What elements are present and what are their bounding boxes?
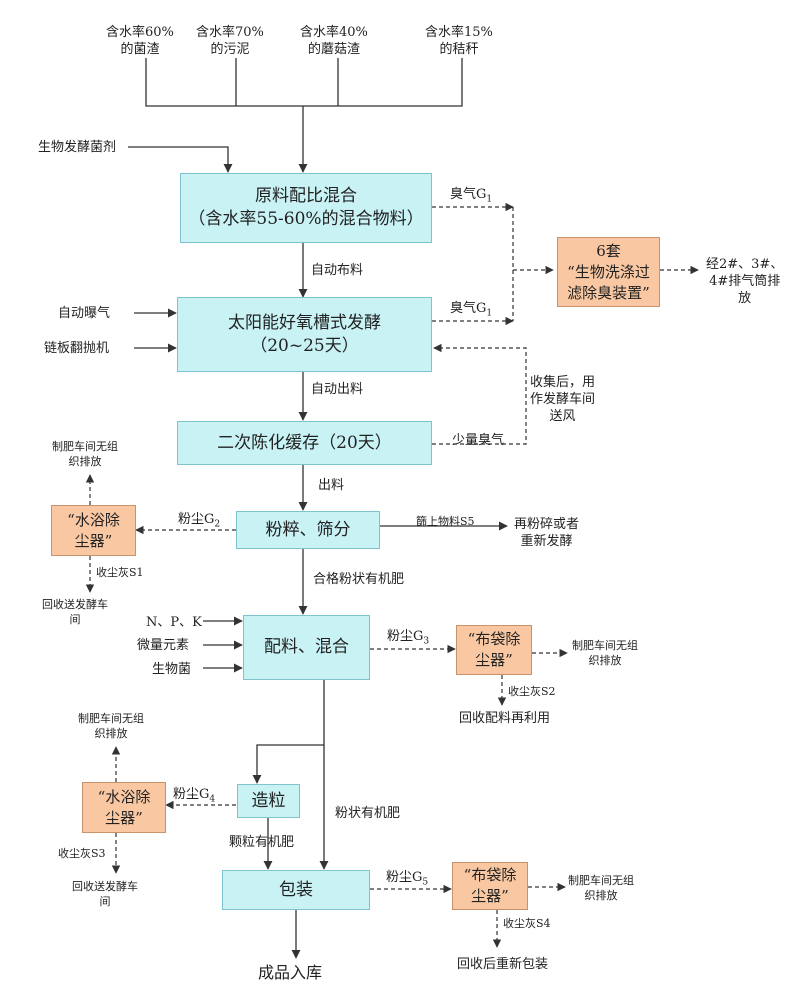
label-recycle-to-fermentation-2: 回收送发酵车间	[72, 880, 138, 908]
input-trace-elements: 微量元素	[137, 638, 190, 653]
label-finished-storage: 成品入库	[258, 963, 323, 982]
process-packaging: 包装	[222, 870, 370, 910]
dust-sub-g5: 5	[422, 877, 429, 888]
label-collected-air-supply: 收集后，用作发酵车间送风	[530, 375, 596, 424]
dust-sub-g3: 3	[423, 636, 430, 647]
process-aerobic-fermentation: 太阳能好氧槽式发酵 （20~25天）	[177, 297, 432, 372]
dust-text-g4: 粉尘	[173, 787, 200, 802]
dust-text-g3: 粉尘	[387, 629, 414, 644]
label-dust-ash-s4: 收尘灰S4	[503, 917, 551, 930]
input-npk: N、P、K	[146, 615, 202, 630]
label-recrush-or-referment: 再粉碎或者重新发酵	[514, 517, 580, 549]
label-auto-spread: 自动布料	[311, 263, 364, 278]
label-dust-ash-s2: 收尘灰S2	[508, 685, 556, 698]
device-bio-deodorizer: 6套“生物洗涤过滤除臭装置”	[557, 237, 660, 307]
odor-g1-label-a: 臭气G1	[450, 186, 492, 209]
dust-g4-label: 粉尘G4	[173, 786, 215, 809]
label-recycle-to-fermentation-1: 回收送发酵车间	[42, 598, 108, 626]
dust-g-letter-g2: G	[204, 512, 215, 527]
process-fermentation-title: 太阳能好氧槽式发酵	[228, 312, 381, 333]
process-granulation: 造粒	[237, 784, 300, 818]
process-crushing-screening: 粉粹、筛分	[236, 511, 380, 549]
input-straw: 含水率15%的秸秆	[425, 25, 493, 57]
label-unorganized-emission-3: 制肥车间无组织排放	[78, 712, 144, 740]
odor-g-letter: G	[476, 187, 487, 202]
process-raw-mixing: 原料配比混合 （含水率55-60%的混合物料）	[180, 173, 432, 243]
label-granular-fertilizer: 颗粒有机肥	[229, 835, 295, 850]
odor-subscript-b: 1	[486, 308, 493, 319]
odor-g1-label-b: 臭气G1	[450, 300, 492, 323]
odor-subscript: 1	[486, 194, 493, 205]
label-unorganized-emission-2: 制肥车间无组织排放	[572, 639, 638, 667]
input-bio-bacteria: 生物菌	[152, 662, 192, 677]
dust-sub-g2: 2	[214, 519, 221, 530]
process-secondary-aging: 二次陈化缓存（20天）	[177, 421, 432, 465]
label-recycle-repack: 回收后重新包装	[457, 957, 549, 972]
label-powder-fertilizer: 粉状有机肥	[335, 806, 401, 821]
process-raw-mixing-title: 原料配比混合	[255, 186, 357, 206]
label-recycle-blending: 回收配料再利用	[459, 711, 551, 726]
odor-g-letter-b: G	[476, 301, 487, 316]
device-bag-dust-collector-2: “布袋除尘器”	[452, 862, 528, 910]
process-fermentation-duration: （20~25天）	[250, 335, 359, 356]
label-dust-ash-s1: 收尘灰S1	[96, 566, 144, 579]
device-bag-dust-collector-1: “布袋除尘器”	[456, 625, 532, 675]
dust-sub-g4: 4	[209, 794, 216, 805]
input-mushroom-residue: 含水率40%的蘑菇渣	[300, 25, 368, 57]
dust-g3-label: 粉尘G3	[387, 628, 429, 651]
dust-g-letter-g5: G	[412, 870, 423, 885]
odor-text-b: 臭气	[450, 301, 477, 316]
label-auto-discharge: 自动出料	[311, 382, 364, 397]
label-unorganized-emission-1: 制肥车间无组织排放	[52, 440, 118, 468]
input-fungus-residue: 含水率60%的菌渣	[106, 25, 174, 57]
process-blending: 配料、混合	[243, 615, 370, 680]
dust-text-g5: 粉尘	[386, 870, 413, 885]
label-small-odor: 少量臭气	[452, 433, 505, 448]
label-qualified-powder: 合格粉状有机肥	[313, 572, 405, 587]
label-discharge: 出料	[318, 478, 345, 493]
process-raw-mixing-subtitle: （含水率55-60%的混合物料）	[188, 209, 424, 229]
input-microbe-agent: 生物发酵菌剂	[38, 140, 117, 155]
input-sludge: 含水率70%的污泥	[196, 25, 264, 57]
dust-g5-label: 粉尘G5	[386, 869, 428, 892]
dust-g-letter-g4: G	[199, 787, 210, 802]
device-water-dust-collector-2: “水浴除尘器”	[82, 782, 166, 833]
dust-g-letter-g3: G	[413, 629, 424, 644]
dust-g2-label: 粉尘G2	[178, 511, 220, 534]
label-unorganized-emission-4: 制肥车间无组织排放	[568, 874, 634, 902]
label-screen-oversize: 篩上物料S5	[416, 515, 475, 528]
label-dust-ash-s3: 收尘灰S3	[58, 847, 106, 860]
input-chain-turner: 链板翻抛机	[44, 341, 110, 356]
odor-text: 臭气	[450, 187, 477, 202]
device-water-dust-collector-1: “水浴除尘器”	[51, 505, 136, 556]
dust-text-g2: 粉尘	[178, 512, 205, 527]
label-exhaust-stacks: 经2#、3#、4#排气筒排放	[706, 257, 784, 306]
input-auto-aeration: 自动曝气	[58, 306, 111, 321]
